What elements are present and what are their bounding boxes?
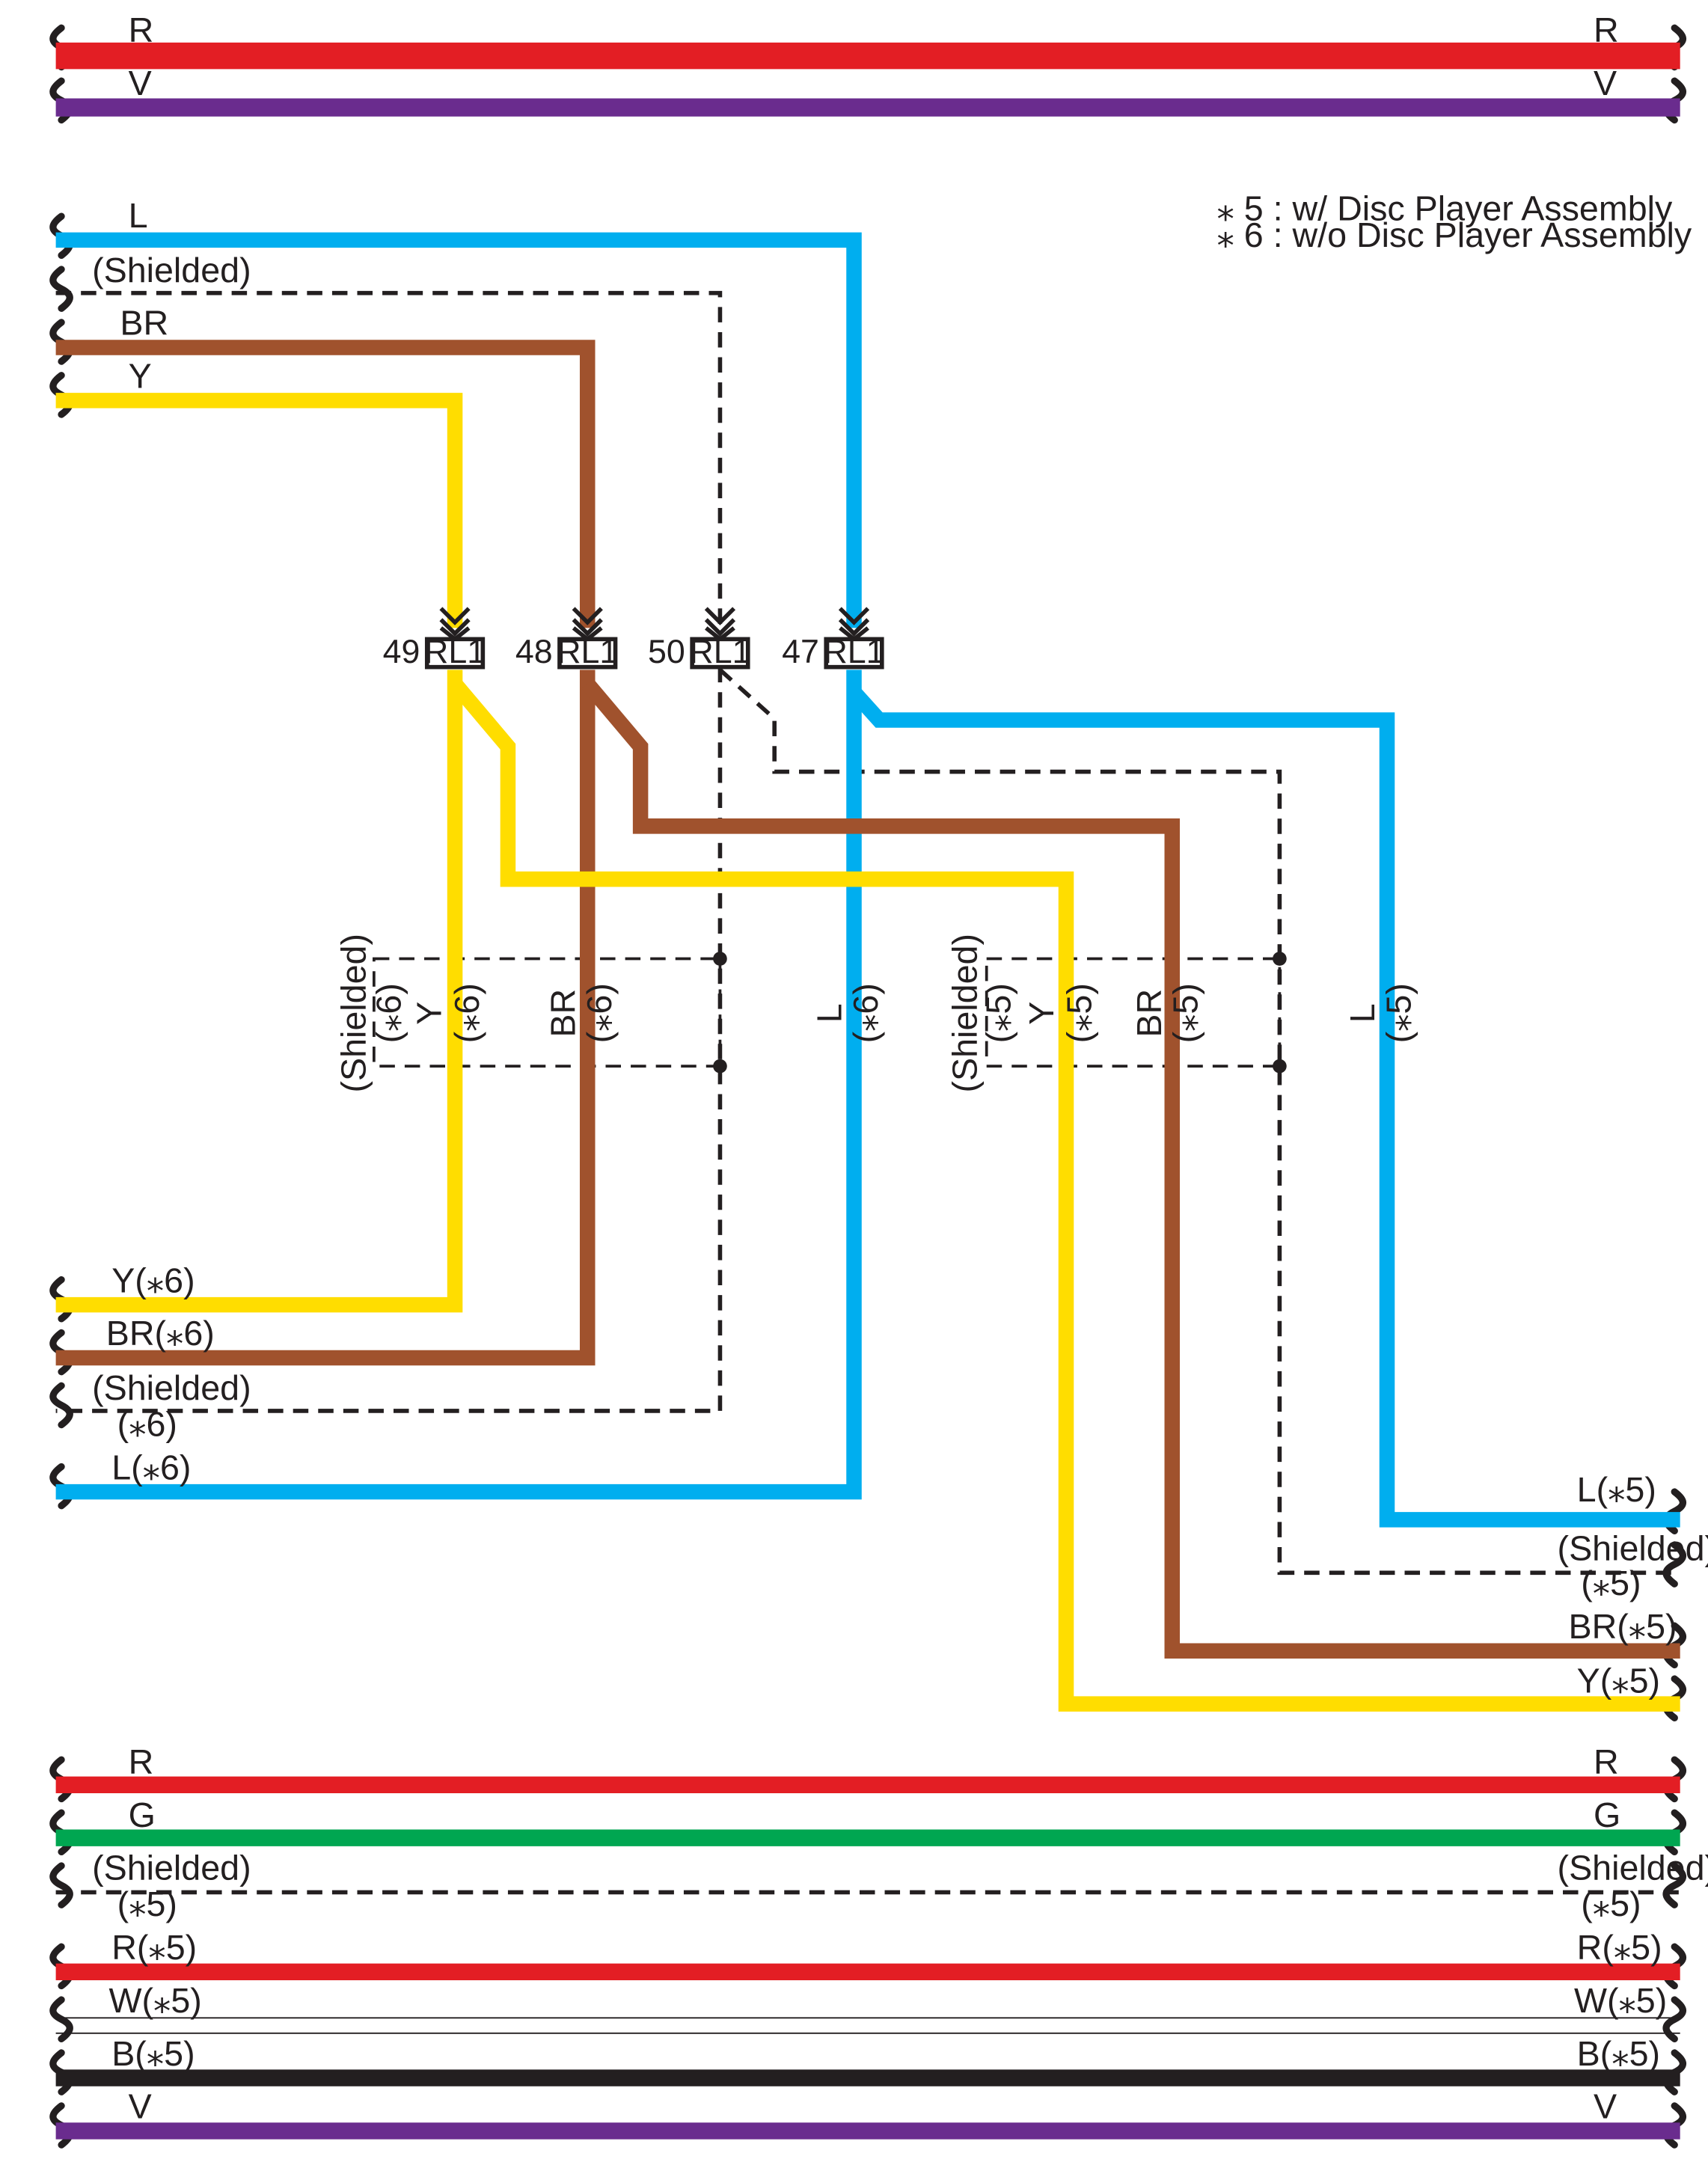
wire-l-branch-6	[55, 670, 862, 1500]
shield-wire-branch-6	[55, 667, 723, 1413]
svg-text:(Shielded): (Shielded)	[946, 934, 985, 1093]
connector-rl1-pin47: RL1 47	[782, 633, 884, 670]
bottom-w5-label-right: W(⁎5)	[1574, 1981, 1667, 2020]
svg-text:(⁎6): (⁎6)	[846, 983, 885, 1043]
bottom-r-label-right: R	[1594, 1742, 1619, 1781]
output-l5-label: L(⁎5)	[1577, 1470, 1656, 1509]
bottom-wire-w5	[55, 2017, 1680, 2034]
output-shielded5-label: (Shielded)	[1558, 1528, 1708, 1567]
bottom-g-label-left: G	[129, 1795, 156, 1834]
bottom-shielded-label-left: (Shielded)	[92, 1849, 251, 1887]
svg-text:BR: BR	[543, 989, 582, 1038]
shield-junction-dot	[713, 952, 727, 966]
connector-pin: 48	[515, 633, 553, 670]
svg-text:(⁎5): (⁎5)	[1166, 983, 1205, 1043]
connector-name: RL1	[823, 633, 884, 670]
bottom-r5-label-right: R(⁎5)	[1577, 1928, 1662, 1967]
svg-text:(⁎5): (⁎5)	[979, 983, 1017, 1043]
output-br5-label: BR(⁎5)	[1568, 1607, 1677, 1646]
output-br6-label: BR(⁎6)	[106, 1314, 215, 1353]
top-wire-r-label-right: R	[1594, 10, 1619, 49]
note-6: ⁎ 6 : w/o Disc Player Assembly	[1216, 215, 1692, 254]
svg-text:(⁎6): (⁎6)	[369, 983, 408, 1043]
shield-wire-upper	[55, 290, 723, 628]
input-br-label: BR	[120, 304, 168, 343]
top-wire-v-label-left: V	[129, 64, 152, 102]
bottom-w5-label-left: W(⁎5)	[108, 1981, 201, 2020]
bottom-b5-label-right: B(⁎5)	[1577, 2034, 1660, 2073]
output-l6-label: L(⁎6)	[111, 1448, 191, 1486]
svg-text:L: L	[810, 1003, 849, 1023]
input-l-label: L	[129, 196, 148, 235]
shield-wire-branch-5	[718, 668, 1680, 1576]
output-shielded6-label: (Shielded)	[92, 1368, 251, 1407]
wire-br-branch-6	[55, 670, 596, 1366]
bottom-g-label-right: G	[1594, 1795, 1620, 1834]
input-y-label: Y	[129, 357, 152, 396]
connector-name: RL1	[557, 633, 618, 670]
connector-name: RL1	[424, 633, 486, 670]
top-wire-r-label-left: R	[129, 10, 154, 49]
svg-text:(⁎6): (⁎6)	[447, 983, 486, 1043]
connector-rl1-pin48: RL1 48	[515, 633, 618, 670]
connector-pin: 49	[383, 633, 420, 670]
wire-l-branch-5	[848, 687, 1680, 1528]
connector-rl1-pin49: RL1 49	[383, 633, 486, 670]
bottom-v-label-left: V	[129, 2087, 152, 2126]
wire-y-branch-5	[449, 679, 1680, 1712]
svg-text:Y: Y	[409, 1002, 448, 1025]
top-wire-v-label-right: V	[1594, 64, 1617, 102]
output-y6-label: Y(⁎6)	[111, 1261, 195, 1299]
svg-text:Y: Y	[1022, 1002, 1061, 1025]
svg-text:(Shielded): (Shielded)	[334, 934, 373, 1093]
shield-junction-dot	[1273, 1059, 1287, 1074]
output-shielded6-mark: (⁎6)	[117, 1404, 177, 1443]
connector-rl1-pin50: RL1 50	[648, 633, 750, 670]
wire-l-input	[55, 232, 862, 628]
wire-y-branch-6	[55, 670, 463, 1313]
shield-junction-dot	[713, 1059, 727, 1074]
connector-pin: 47	[782, 633, 819, 670]
wire-y-input	[55, 393, 463, 628]
shield-box-5-labels: (Shielded) (⁎5) Y (⁎5) BR (⁎5) L (⁎5)	[946, 934, 1418, 1093]
bottom-v-label-right: V	[1594, 2087, 1617, 2126]
output-y5-label: Y(⁎5)	[1577, 1662, 1660, 1700]
output-shielded5-mark: (⁎5)	[1581, 1564, 1641, 1602]
shield-box-6-labels: (Shielded) (⁎6) Y (⁎6) BR (⁎6) L (⁎6)	[334, 934, 886, 1093]
svg-text:(⁎5): (⁎5)	[1060, 983, 1099, 1043]
bottom-shielded-label-right: (Shielded)	[1558, 1849, 1708, 1887]
bottom-r-label-left: R	[129, 1742, 154, 1781]
svg-text:(⁎5): (⁎5)	[1380, 983, 1418, 1043]
bottom-shielded-mark-left: (⁎5)	[117, 1884, 177, 1923]
svg-text:(⁎6): (⁎6)	[580, 983, 619, 1043]
bottom-shielded-mark-right: (⁎5)	[1581, 1884, 1641, 1923]
input-shielded-label: (Shielded)	[92, 251, 251, 290]
wire-br-branch-5	[581, 679, 1680, 1659]
note-5: ⁎ 5 : w/ Disc Player Assembly	[1216, 189, 1673, 228]
connector-pin: 50	[648, 633, 685, 670]
svg-text:L: L	[1343, 1003, 1382, 1023]
bottom-b5-label-left: B(⁎5)	[111, 2034, 195, 2073]
connector-name: RL1	[689, 633, 750, 670]
bottom-r5-label-left: R(⁎5)	[111, 1928, 197, 1967]
svg-text:BR: BR	[1130, 989, 1169, 1038]
wire-br-input	[55, 340, 596, 628]
shield-junction-dot	[1273, 952, 1287, 966]
